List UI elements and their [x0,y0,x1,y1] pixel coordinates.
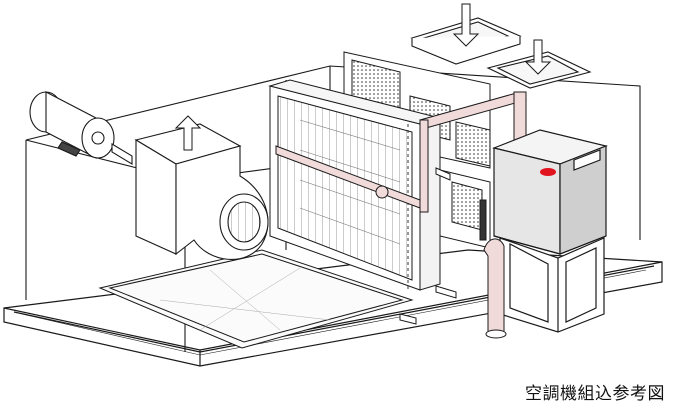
finned-coil [268,79,442,292]
figure-caption: 空調機組込参考図 [525,384,665,404]
drain-pan [98,249,414,349]
steam-humidifier-unit [492,129,608,255]
up-arrow-icon [174,115,202,151]
drain-pipe [479,199,507,339]
down-arrow-icon [452,3,552,75]
humidifier-stand [499,237,605,333]
blower-fan [134,123,269,260]
pipe-fittings [399,167,457,325]
fan-motor [29,91,133,165]
brand-logo-icon [540,168,556,176]
steam-pipe [275,91,527,213]
